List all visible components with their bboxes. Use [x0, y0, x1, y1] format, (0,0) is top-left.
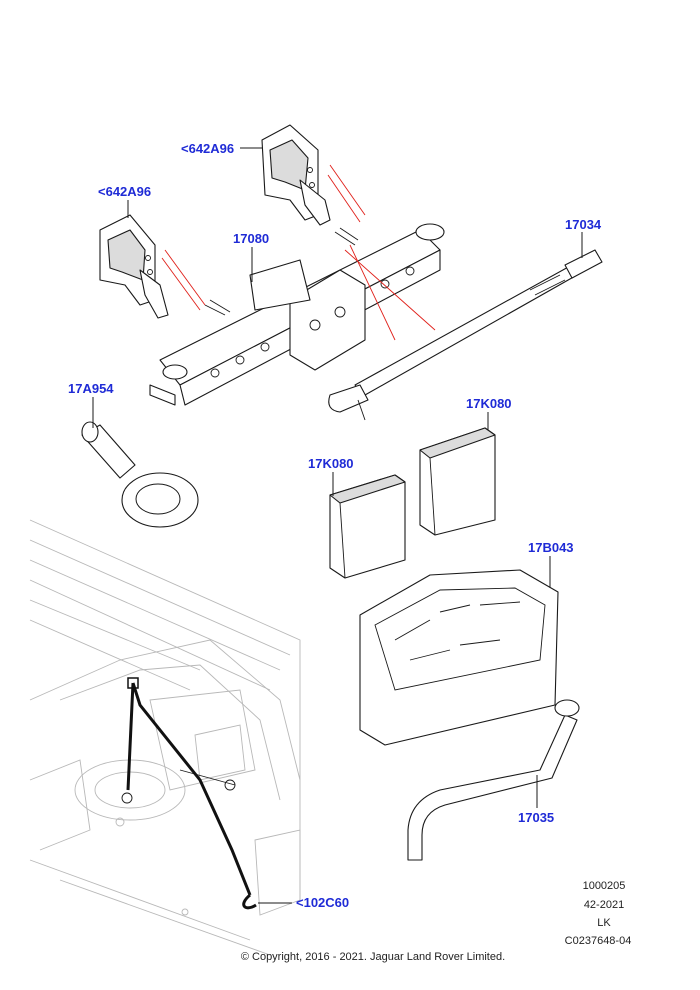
- callout-tow-eye: 17A954: [68, 381, 114, 396]
- assembly-guide-lines: [161, 164, 436, 341]
- callout-jack: 17080: [233, 231, 269, 246]
- tie-down-strap: [126, 677, 257, 910]
- callout-strap: <102C60: [296, 895, 349, 910]
- vehicle-rear-illustration: [29, 519, 301, 956]
- jack: [149, 223, 445, 406]
- foam-block-left: [329, 474, 406, 579]
- callout-wheel-brace: 17035: [518, 810, 554, 825]
- meta-image-id: C0237648-04: [565, 935, 632, 947]
- callout-jack-bracket-left: <642A96: [98, 184, 151, 199]
- wheel-brace: [407, 699, 580, 861]
- meta-date: 42-2021: [584, 899, 624, 911]
- callout-foam-block-left: 17K080: [308, 456, 354, 471]
- tool-tray: [359, 569, 559, 746]
- jack-bracket-left: [99, 214, 169, 319]
- leader-lines: [92, 147, 583, 904]
- callout-jack-handle: 17034: [565, 217, 602, 232]
- copyright-notice: © Copyright, 2016 - 2021. Jaguar Land Ro…: [241, 951, 505, 963]
- callout-jack-bracket-upper: <642A96: [181, 141, 234, 156]
- meta-initials: LK: [597, 917, 611, 929]
- callout-tool-tray: 17B043: [528, 540, 574, 555]
- meta-code: 1000205: [583, 880, 626, 892]
- foam-block-right: [419, 427, 496, 536]
- tow-eye: [81, 421, 199, 528]
- callout-foam-block-right: 17K080: [466, 396, 512, 411]
- jack-bracket-upper: [261, 124, 331, 226]
- jack-handle: [328, 249, 603, 421]
